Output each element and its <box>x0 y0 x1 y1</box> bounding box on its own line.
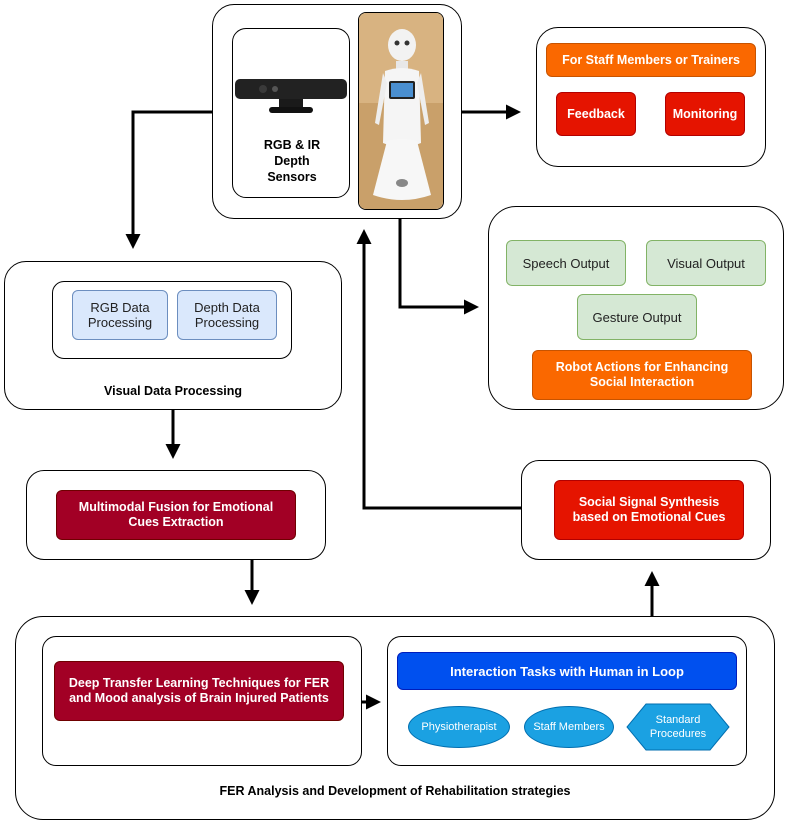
sensors-label: RGB & IR Depth Sensors <box>263 138 321 184</box>
depth-processing: Depth Data Processing <box>177 290 277 340</box>
fusion-box: Multimodal Fusion for Emotional Cues Ext… <box>56 490 296 540</box>
interaction-tasks: Interaction Tasks with Human in Loop <box>397 652 737 690</box>
robot-icon <box>359 13 443 209</box>
staff-panel-title: For Staff Members or Trainers <box>546 43 756 77</box>
physiotherapist-node: Physiotherapist <box>408 706 510 748</box>
deep-learning-box: Deep Transfer Learning Techniques for FE… <box>54 661 344 721</box>
arrow-robot-to-outputs <box>398 219 479 315</box>
kinect-sensor-icon <box>235 79 347 113</box>
rgb-processing: RGB Data Processing <box>72 290 168 340</box>
staff-members-node: Staff Members <box>524 706 614 748</box>
depth-sensor-card: RGB & IR Depth Sensors <box>232 28 350 198</box>
gesture-output: Gesture Output <box>577 294 697 340</box>
standard-procedures-hexagon <box>626 703 730 751</box>
monitoring-button: Monitoring <box>665 92 745 136</box>
fer-panel-label: FER Analysis and Development of Rehabili… <box>219 784 571 798</box>
visual-processing-label: Visual Data Processing <box>103 384 243 398</box>
speech-output: Speech Output <box>506 240 626 286</box>
visual-output: Visual Output <box>646 240 766 286</box>
synthesis-box: Social Signal Synthesis based on Emotion… <box>554 480 744 540</box>
feedback-button: Feedback <box>556 92 636 136</box>
arrow-panel-to-visual <box>125 110 212 249</box>
standard-procedures-label: Standard Procedures <box>649 714 707 740</box>
arrow-synthesis-to-robot <box>356 229 521 510</box>
robot-card <box>358 12 444 210</box>
robot-actions: Robot Actions for Enhancing Social Inter… <box>532 350 752 400</box>
